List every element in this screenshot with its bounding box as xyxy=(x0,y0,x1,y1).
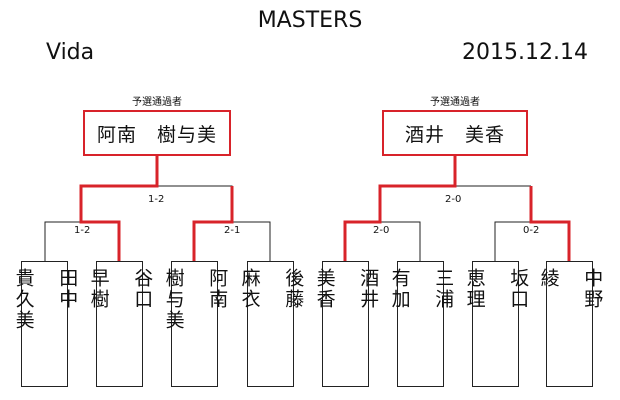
player-name: 坂口 恵理 xyxy=(463,268,530,310)
player-box: 後藤 麻衣 xyxy=(239,261,304,387)
player-box: 酒井 美香 xyxy=(314,261,379,387)
player-box: 三浦 有加 xyxy=(389,261,454,387)
qualifier-label: 予選通過者 xyxy=(430,97,480,108)
score-right-q1: 2-0 xyxy=(371,225,392,236)
player-name: 酒井 美香 xyxy=(313,268,380,310)
player-name: 谷口 早樹 xyxy=(87,268,154,310)
qualifier-box-right: 酒井 美香 xyxy=(382,110,528,156)
player-name: 三浦 有加 xyxy=(388,268,455,310)
player-name: 田中 貴久美 xyxy=(12,268,79,331)
player-name: 後藤 麻衣 xyxy=(238,268,305,310)
player-box: 阿南 樹与美 xyxy=(163,261,228,387)
qualifier-label: 予選通過者 xyxy=(132,97,182,108)
winner-line xyxy=(79,156,159,261)
bracket-line xyxy=(380,221,421,261)
winner-line xyxy=(529,186,571,261)
score-right-q2: 0-2 xyxy=(521,225,542,236)
event-date: 2015.12.14 xyxy=(462,40,588,65)
player-box: 谷口 早樹 xyxy=(88,261,153,387)
qualifier-name: 酒井 美香 xyxy=(404,123,505,146)
qualifier-name: 阿南 樹与美 xyxy=(96,123,217,146)
bracket-line xyxy=(44,221,81,261)
player-box: 坂口 恵理 xyxy=(464,261,529,387)
score-left-q1: 1-2 xyxy=(72,225,93,236)
bracket-line xyxy=(157,185,233,222)
bracket-line xyxy=(494,221,531,261)
score-left-q2: 2-1 xyxy=(222,225,243,236)
qualifier-box-left: 阿南 樹与美 xyxy=(83,110,231,156)
winner-line xyxy=(343,156,457,261)
score-left-semi: 1-2 xyxy=(146,194,167,205)
venue-label: Vida xyxy=(46,40,95,65)
player-box: 中野 綾 xyxy=(538,261,603,387)
page-title: MASTERS xyxy=(257,8,363,33)
player-box: 田中 貴久美 xyxy=(13,261,78,387)
score-right-semi: 2-0 xyxy=(443,194,464,205)
winner-line xyxy=(192,186,234,261)
player-name: 中野 綾 xyxy=(537,268,604,310)
bracket-line xyxy=(232,221,271,261)
player-name: 阿南 樹与美 xyxy=(162,268,229,331)
